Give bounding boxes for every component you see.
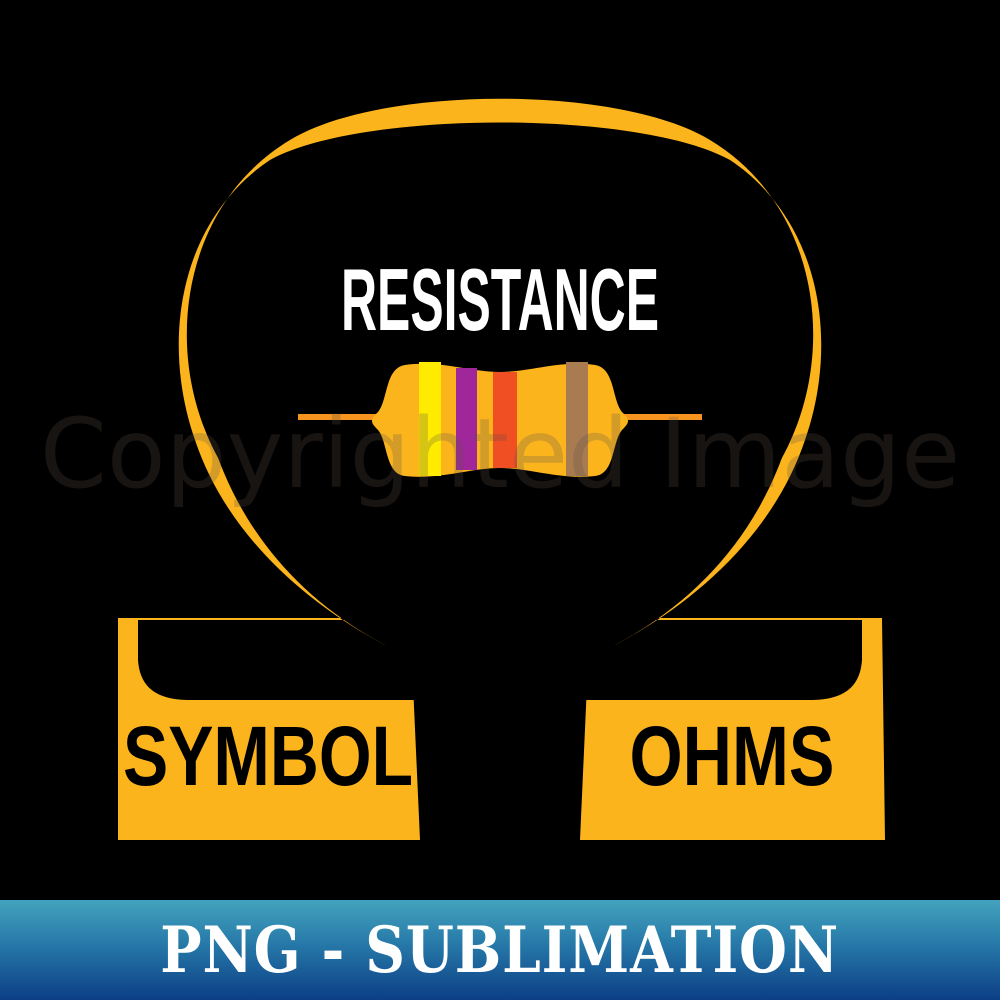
title-text: RESISTANCE	[341, 250, 659, 349]
resistor-band-3	[493, 372, 517, 468]
resistor-band-2	[456, 368, 477, 470]
omega-icon	[118, 98, 885, 840]
resistor-lead-right	[600, 414, 702, 420]
symbol-label: SYMBOL	[123, 709, 413, 803]
right-foot-hollow	[615, 620, 862, 700]
resistor-band-4	[566, 362, 588, 476]
resistor-band-1	[419, 362, 441, 476]
ohms-label: OHMS	[630, 709, 835, 803]
banner: PNG - SUBLIMATION	[0, 900, 1000, 1000]
banner-text: PNG - SUBLIMATION	[160, 912, 840, 988]
omega-artwork: RESISTANCE SYMBOL OHMS	[118, 98, 885, 840]
left-foot-hollow	[138, 620, 385, 700]
resistor-lead-left	[298, 414, 400, 420]
